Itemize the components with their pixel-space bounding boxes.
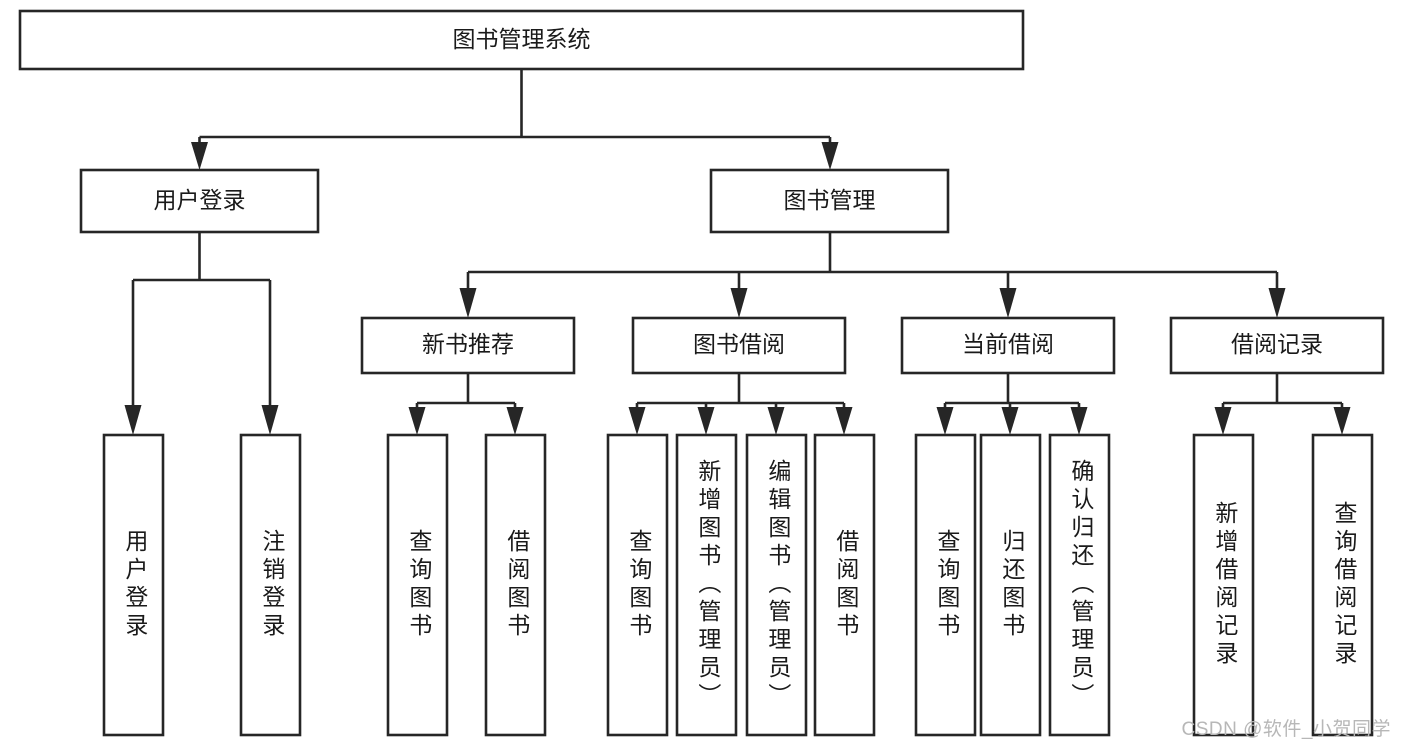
arrow-head-leaf-query-book-1 [408,407,426,435]
node-leaf-confirm-return-box[interactable] [1048,433,1111,737]
node-new-book-rec-label: 新书推荐 [422,331,514,357]
node-leaf-return-book-box[interactable] [979,433,1042,737]
node-user-login-label: 用户登录 [154,187,246,213]
node-leaf-add-book[interactable]: 新增图书（管理员） [675,433,738,737]
node-leaf-user-logout-label: 注销登录 [259,529,286,641]
node-leaf-borrow-book-2-label: 借阅图书 [833,529,860,641]
arrow-head-bookmanage [821,142,839,170]
node-leaf-query-record-box[interactable] [1311,433,1374,737]
arrow-head-userlogin [191,142,208,170]
node-leaf-confirm-return[interactable]: 确认归还（管理员） [1048,433,1111,737]
node-book-borrow[interactable]: 图书借阅 [631,316,847,375]
node-leaf-borrow-book-1-label: 借阅图书 [504,529,531,641]
node-leaf-add-book-label: 新增图书（管理员） [695,459,722,711]
node-borrow-record-box[interactable] [1169,316,1385,375]
arrow-head-leaf-user-logout [261,405,279,435]
node-current-borrow-box[interactable] [900,316,1116,375]
node-leaf-query-book-2-label: 查询图书 [626,529,653,641]
node-borrow-record-label: 借阅记录 [1231,331,1323,357]
arrow-head-book-borrow [730,288,748,318]
node-root-box[interactable] [18,9,1025,71]
node-new-book-rec[interactable]: 新书推荐 [360,316,576,375]
node-leaf-edit-book-box[interactable] [745,433,808,737]
node-leaf-user-logout-box[interactable] [239,433,302,737]
arrow-head-leaf-return-book [1001,407,1019,435]
node-root[interactable]: 图书管理系统 [18,9,1025,71]
node-leaf-return-book-label: 归还图书 [999,529,1026,641]
arrow-head-new-book-rec [459,288,477,318]
node-book-borrow-box[interactable] [631,316,847,375]
node-leaf-edit-book-label: 编辑图书（管理员） [765,459,792,711]
node-leaf-user-login-label: 用户登录 [122,529,149,641]
arrow-head-leaf-edit-book [767,407,785,435]
node-leaf-query-record-label: 查询借阅记录 [1331,501,1358,669]
arrow-head-leaf-add-book [697,407,715,435]
node-leaf-add-record[interactable]: 新增借阅记录 [1192,433,1255,737]
connector-group [124,69,1351,435]
node-leaf-query-book-1-label: 查询图书 [406,529,433,641]
arrow-head-leaf-query-book-3 [936,407,954,435]
node-book-manage[interactable]: 图书管理 [709,168,950,234]
node-new-book-rec-box[interactable] [360,316,576,375]
arrow-head-current-borrow [999,288,1017,318]
node-leaf-add-record-label: 新增借阅记录 [1212,501,1239,669]
node-leaf-query-book-1[interactable]: 查询图书 [386,433,449,737]
node-borrow-record[interactable]: 借阅记录 [1169,316,1385,375]
node-leaf-confirm-return-label: 确认归还（管理员） [1068,459,1095,711]
node-leaf-borrow-book-2[interactable]: 借阅图书 [813,433,876,737]
node-user-login[interactable]: 用户登录 [79,168,320,234]
node-leaf-query-book-2-box[interactable] [606,433,669,737]
node-book-manage-label: 图书管理 [784,187,876,213]
node-book-borrow-label: 图书借阅 [693,331,785,357]
node-leaf-query-book-3[interactable]: 查询图书 [914,433,977,737]
node-leaf-user-login-box[interactable] [102,433,165,737]
node-leaf-return-book[interactable]: 归还图书 [979,433,1042,737]
node-leaf-query-book-3-label: 查询图书 [934,529,961,641]
arrow-head-leaf-add-record [1214,407,1232,435]
node-leaf-user-logout[interactable]: 注销登录 [239,433,302,737]
node-user-login-box[interactable] [79,168,320,234]
arrow-head-leaf-confirm-return [1070,407,1088,435]
arrow-head-leaf-borrow-book-2 [835,407,853,435]
node-leaf-add-record-box[interactable] [1192,433,1255,737]
node-leaf-borrow-book-2-box[interactable] [813,433,876,737]
node-leaf-query-record[interactable]: 查询借阅记录 [1311,433,1374,737]
node-root-label: 图书管理系统 [453,26,591,52]
node-leaf-query-book-3-box[interactable] [914,433,977,737]
arrow-head-borrow-record [1268,288,1286,318]
arrow-head-leaf-query-book-2 [628,407,646,435]
watermark-text: CSDN @软件_小贺同学 [1181,719,1391,740]
node-leaf-query-book-1-box[interactable] [386,433,449,737]
node-leaf-add-book-box[interactable] [675,433,738,737]
arrow-head-leaf-user-login [124,405,142,435]
arrow-head-leaf-borrow-book-1 [506,407,524,435]
node-leaf-borrow-book-1[interactable]: 借阅图书 [484,433,547,737]
node-leaf-user-login[interactable]: 用户登录 [102,433,165,737]
node-leaf-edit-book[interactable]: 编辑图书（管理员） [745,433,808,737]
node-leaf-borrow-book-1-box[interactable] [484,433,547,737]
node-book-manage-box[interactable] [709,168,950,234]
node-current-borrow[interactable]: 当前借阅 [900,316,1116,375]
arrow-head-leaf-query-record [1333,407,1351,435]
node-current-borrow-label: 当前借阅 [962,331,1054,357]
node-leaf-query-book-2[interactable]: 查询图书 [606,433,669,737]
